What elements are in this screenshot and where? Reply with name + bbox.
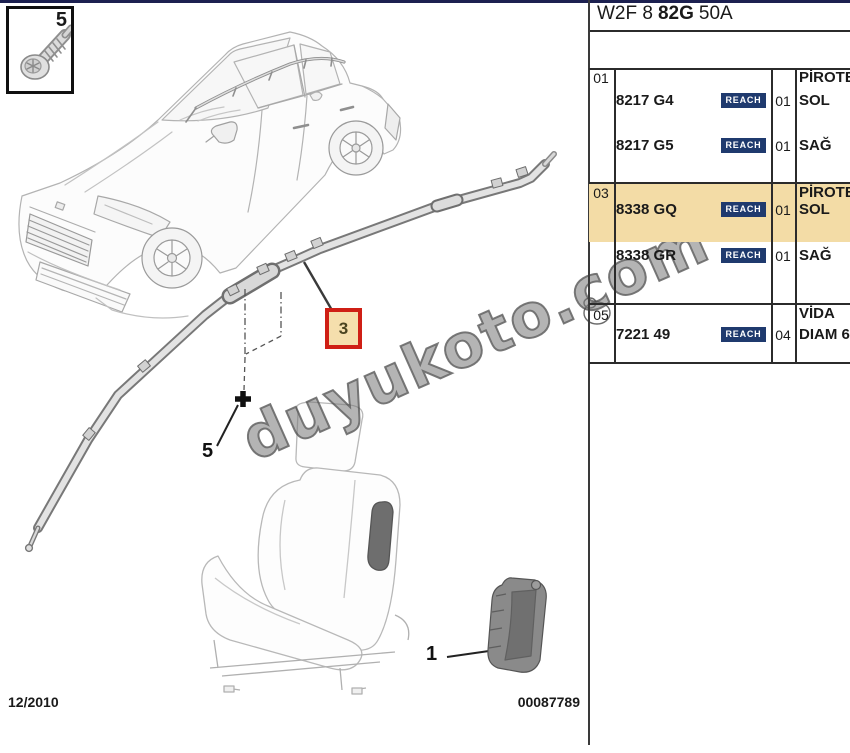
part-qty: 04 [775, 327, 791, 343]
car-illustration [18, 31, 402, 319]
part-desc: SAĞ [799, 137, 832, 154]
desc-header: PİROTE [799, 184, 850, 201]
part-ref: 7221 49 [616, 326, 671, 343]
callout-1-leader [446, 650, 490, 658]
reach-badge[interactable]: REACH [721, 202, 766, 217]
table-border-bottom [589, 362, 850, 364]
part-qty: 01 [775, 93, 791, 109]
code-bold: 82G [657, 3, 694, 24]
part-desc: DIAM 6- [799, 326, 850, 343]
screw-position-cross [235, 391, 251, 407]
part-qty: 01 [775, 248, 791, 264]
seat-illustration [201, 401, 410, 695]
curtain-airbag-assembly [24, 151, 557, 553]
table-column-line [795, 68, 797, 364]
part-qty: 01 [775, 138, 791, 154]
reach-badge[interactable]: REACH [721, 93, 766, 108]
screw-icon [20, 24, 71, 80]
table-row-separator [589, 303, 850, 305]
item-number: 05 [593, 307, 609, 323]
side-airbag-module [487, 577, 547, 673]
desc-header: PİROTE [799, 69, 850, 86]
reach-badge[interactable]: REACH [721, 138, 766, 153]
table-border-top [589, 68, 850, 70]
desc-header: VİDA [799, 305, 835, 322]
screw-inset-box: 5 [6, 6, 74, 94]
part-ref: 8217 G5 [616, 137, 674, 154]
part-qty: 01 [775, 202, 791, 218]
front-wheel [141, 227, 203, 289]
part-ref: 8338 GQ [616, 201, 677, 218]
item-number: 03 [593, 185, 609, 201]
reference-lines [243, 289, 282, 391]
item-number: 01 [593, 70, 609, 86]
part-desc: SAĞ [799, 247, 832, 264]
reach-badge[interactable]: REACH [721, 248, 766, 263]
callout-5-leader [216, 404, 239, 447]
seatback-airbag-panel [367, 501, 394, 571]
callout-5-screw[interactable]: 5 [202, 440, 214, 462]
code-prefix: W2F 8 [597, 3, 653, 24]
reach-badge[interactable]: REACH [721, 327, 766, 342]
part-ref: 8217 G4 [616, 92, 674, 109]
callout-3-leader [302, 261, 335, 313]
highlighted-row-background [589, 183, 850, 242]
part-desc: SOL [799, 92, 830, 109]
callout-1-module[interactable]: 1 [426, 643, 438, 665]
revision-date: 12/2010 [8, 694, 59, 710]
table-column-line [614, 68, 616, 364]
inset-callout-label[interactable]: 5 [55, 9, 67, 31]
callout-3-label: 3 [338, 319, 349, 338]
document-number: 00087789 [517, 694, 580, 710]
part-ref: 8338 GR [616, 247, 677, 264]
table-row-separator [589, 182, 850, 184]
callout-3-curtain-airbag[interactable]: 3 [325, 308, 362, 349]
table-column-line [771, 68, 773, 364]
code-suffix: 50A [698, 3, 733, 24]
panel-divider [588, 0, 590, 745]
part-desc: SOL [799, 201, 830, 218]
top-rule [0, 0, 850, 3]
rear-wheel [328, 120, 384, 176]
